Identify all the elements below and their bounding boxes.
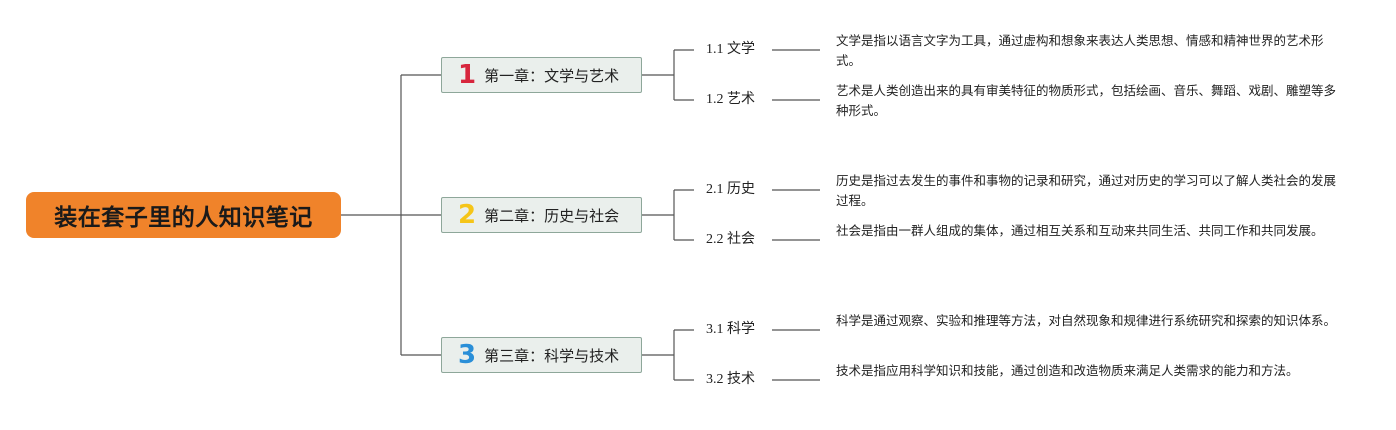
description-1-1: 文学是指以语言文字为工具，通过虚构和想象来表达人类思想、情感和精神世界的艺术形式…: [836, 33, 1324, 68]
chapter-1-number-icon: 1: [458, 60, 477, 90]
root-title: 装在套子里的人知识笔记: [54, 205, 313, 231]
subtopic-3-2[interactable]: 3.2 技术: [706, 372, 755, 387]
subtopic-2-1[interactable]: 2.1 历史: [706, 182, 755, 197]
chapter-2-number-icon: 2: [458, 200, 477, 230]
chapter-3-label: 第三章：科学与技术: [484, 346, 620, 365]
description-3-2: 技术是指应用科学知识和技能，通过创造和改造物质来满足人类需求的能力和方法。: [836, 363, 1299, 378]
description-2-2: 社会是指由一群人组成的集体，通过相互关系和互动来共同生活、共同工作和共同发展。: [836, 223, 1324, 238]
description-2-1: 历史是指过去发生的事件和事物的记录和研究，通过对历史的学习可以了解人类社会的发展…: [836, 173, 1337, 208]
description-3-1: 科学是通过观察、实验和推理等方法，对自然现象和规律进行系统研究和探索的知识体系。: [836, 313, 1337, 328]
chapter-2-topic[interactable]: 2 第二章：历史与社会: [441, 197, 642, 233]
chapter-1-topic[interactable]: 1 第一章：文学与艺术: [441, 57, 642, 93]
root-topic[interactable]: 装在套子里的人知识笔记: [26, 192, 341, 238]
subtopic-1-1[interactable]: 1.1 文学: [706, 42, 755, 57]
chapter-1-label: 第一章：文学与艺术: [484, 66, 620, 85]
chapter-2-label: 第二章：历史与社会: [484, 206, 620, 225]
subtopic-1-2[interactable]: 1.2 艺术: [706, 92, 755, 107]
subtopic-3-1[interactable]: 3.1 科学: [706, 322, 755, 337]
chapter-3-topic[interactable]: 3 第三章：科学与技术: [441, 337, 642, 373]
description-1-2: 艺术是人类创造出来的具有审美特征的物质形式，包括绘画、音乐、舞蹈、戏剧、雕塑等多…: [836, 83, 1337, 118]
chapter-3-number-icon: 3: [458, 340, 477, 370]
subtopic-2-2[interactable]: 2.2 社会: [706, 232, 755, 247]
